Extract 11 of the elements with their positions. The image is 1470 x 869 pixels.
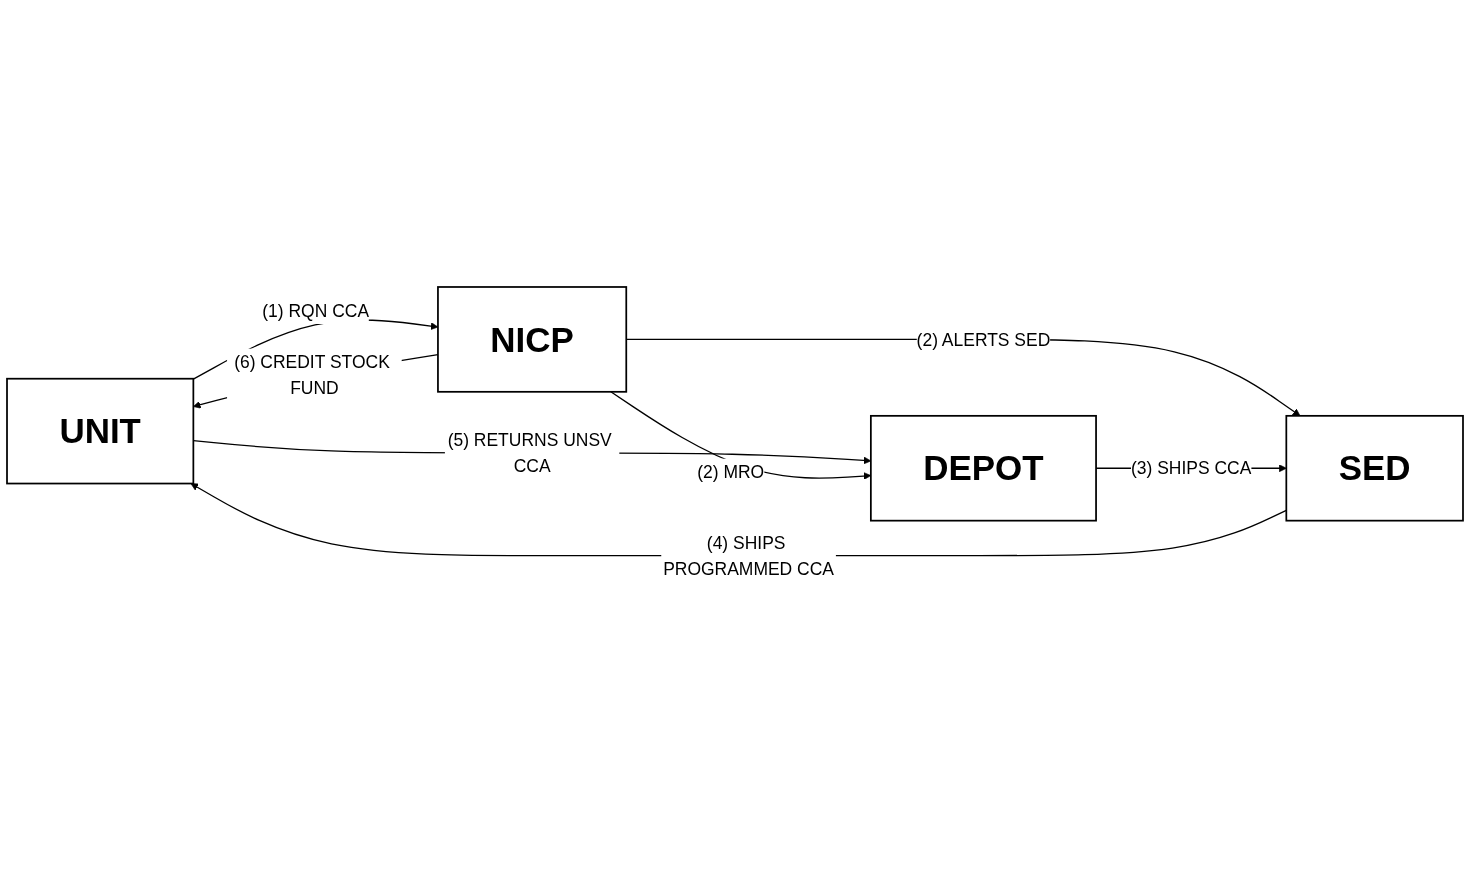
edge-label: (1) RQN CCA xyxy=(262,301,370,321)
node-box: SED xyxy=(1285,415,1464,522)
node-box: UNIT xyxy=(6,377,195,485)
edge-label: (2) MRO xyxy=(697,462,765,482)
edge-label: (6) CREDIT STOCK FUND xyxy=(234,352,390,398)
edge-label: (3) SHIPS CCA xyxy=(1130,458,1252,478)
node-box: DEPOT xyxy=(870,415,1097,522)
edge-label: (4) SHIPS PROGRAMMED CCA xyxy=(663,532,834,579)
edge-label: (2) ALERTS SED xyxy=(916,329,1051,350)
node-box: NICP xyxy=(437,286,628,393)
edge-label: (5) RETURNS UNSV CCA xyxy=(447,430,612,476)
